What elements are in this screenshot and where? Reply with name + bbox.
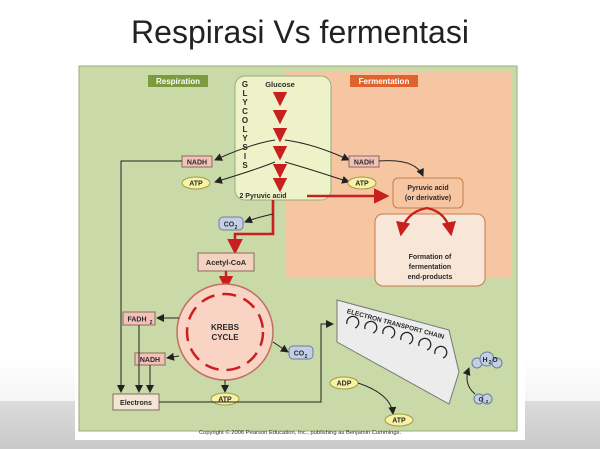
co2-subscript: 2 <box>305 354 308 360</box>
krebs-label-1: KREBS <box>211 323 240 332</box>
glycolysis-letter: S <box>242 161 248 170</box>
atp-badge-fermentation <box>347 176 377 190</box>
h2o-o-label: O <box>492 357 498 364</box>
etc-spiral-arrows <box>346 315 448 359</box>
respiration-fermentation-figure: Respiration Fermentation G L Y C O L Y S… <box>75 62 525 440</box>
glycolysis-letter: G <box>242 80 248 89</box>
diagram-canvas: Respiration Fermentation G L Y C O L Y S… <box>78 65 518 436</box>
electrons-label: Electrons <box>120 400 152 407</box>
h2o-h-label: H <box>482 357 487 364</box>
nadh-box-fermentation <box>348 155 380 168</box>
o2-label: O <box>478 397 483 404</box>
glycolysis-letter: I <box>244 152 246 161</box>
atp-label: ATP <box>355 181 369 188</box>
glycolysis-box <box>234 75 332 201</box>
glycolysis-letter: O <box>242 116 248 125</box>
fadh2-subscript: 2 <box>150 320 153 326</box>
nadh-label: NADH <box>187 160 207 167</box>
pyruvic-acid-label: 2 Pyruvic acid <box>239 193 286 200</box>
glycolysis-letter: Y <box>242 134 248 143</box>
adp-to-atp-arrow <box>357 382 397 415</box>
water-molecule <box>471 351 503 369</box>
pyruvic-to-acetyl-arrow <box>227 200 275 255</box>
fermentation-tag-label: Fermentation <box>359 77 410 86</box>
atp-badge-etc <box>384 413 414 427</box>
o2-subscript: 2 <box>486 399 489 404</box>
fermentation-pyruvic-label-1: Pyruvic acid <box>407 185 448 192</box>
co2-label: CO <box>224 222 235 229</box>
nadh-to-pyruvic-arrow <box>378 160 424 177</box>
glycolysis-letter: L <box>243 125 248 134</box>
copyright-notice: Copyright © 2006 Pearson Education, Inc.… <box>199 429 402 436</box>
fermentation-pyruvic-label-2: (or derivative) <box>405 195 451 202</box>
krebs-label-2: CYCLE <box>211 333 239 342</box>
electrons-to-etc-line <box>159 320 334 403</box>
respiration-tag-label: Respiration <box>156 77 200 86</box>
glycolysis-letter: L <box>243 89 248 98</box>
co2-badge-2 <box>288 345 314 360</box>
end-products-label-1: Formation of <box>409 254 452 261</box>
end-products-label-2: fermentation <box>409 264 451 271</box>
atp-label: ATP <box>218 397 232 404</box>
glycolysis-left-arrows <box>214 139 276 184</box>
co2-label: CO <box>294 351 305 358</box>
glycolysis-letter: Y <box>242 98 248 107</box>
nadh-label: NADH <box>354 160 374 167</box>
glycolysis-letter: C <box>242 107 248 116</box>
co2-release-arrow-1 <box>244 213 274 224</box>
atp-badge-glycolysis <box>181 176 211 190</box>
fermentation-pyruvic-box <box>392 177 464 209</box>
end-products-label-3: end-products <box>408 274 453 281</box>
co2-release-arrow-2 <box>272 341 289 353</box>
slide-title: Respirasi Vs fermentasi <box>131 14 469 50</box>
fermentation-arrows <box>396 206 456 237</box>
krebs-cycle-ring <box>176 283 274 381</box>
respiration-tag <box>148 75 208 87</box>
krebs-cycle-arrows <box>185 292 265 372</box>
nadh-label: NADH <box>140 357 160 364</box>
fadh2-label: FADH <box>127 317 146 324</box>
glycolysis-right-arrows <box>284 139 350 184</box>
glucose-label: Glucose <box>265 80 295 89</box>
co2-badge-1 <box>218 216 244 231</box>
co2-subscript: 2 <box>235 225 238 231</box>
nadh-to-electrons-line <box>117 160 182 393</box>
krebs-output-arrows <box>135 314 180 393</box>
acetyl-coa-label: Acetyl-CoA <box>206 258 247 267</box>
h2o-subscript: 2 <box>489 360 492 366</box>
adp-label: ADP <box>337 381 352 388</box>
atp-label: ATP <box>189 181 203 188</box>
electron-transport-chain-band <box>336 299 460 405</box>
atp-label: ATP <box>392 418 406 425</box>
o2-to-water-arrow <box>462 367 476 395</box>
fermentation-tag <box>350 75 418 87</box>
oxygen-molecule <box>473 393 493 405</box>
